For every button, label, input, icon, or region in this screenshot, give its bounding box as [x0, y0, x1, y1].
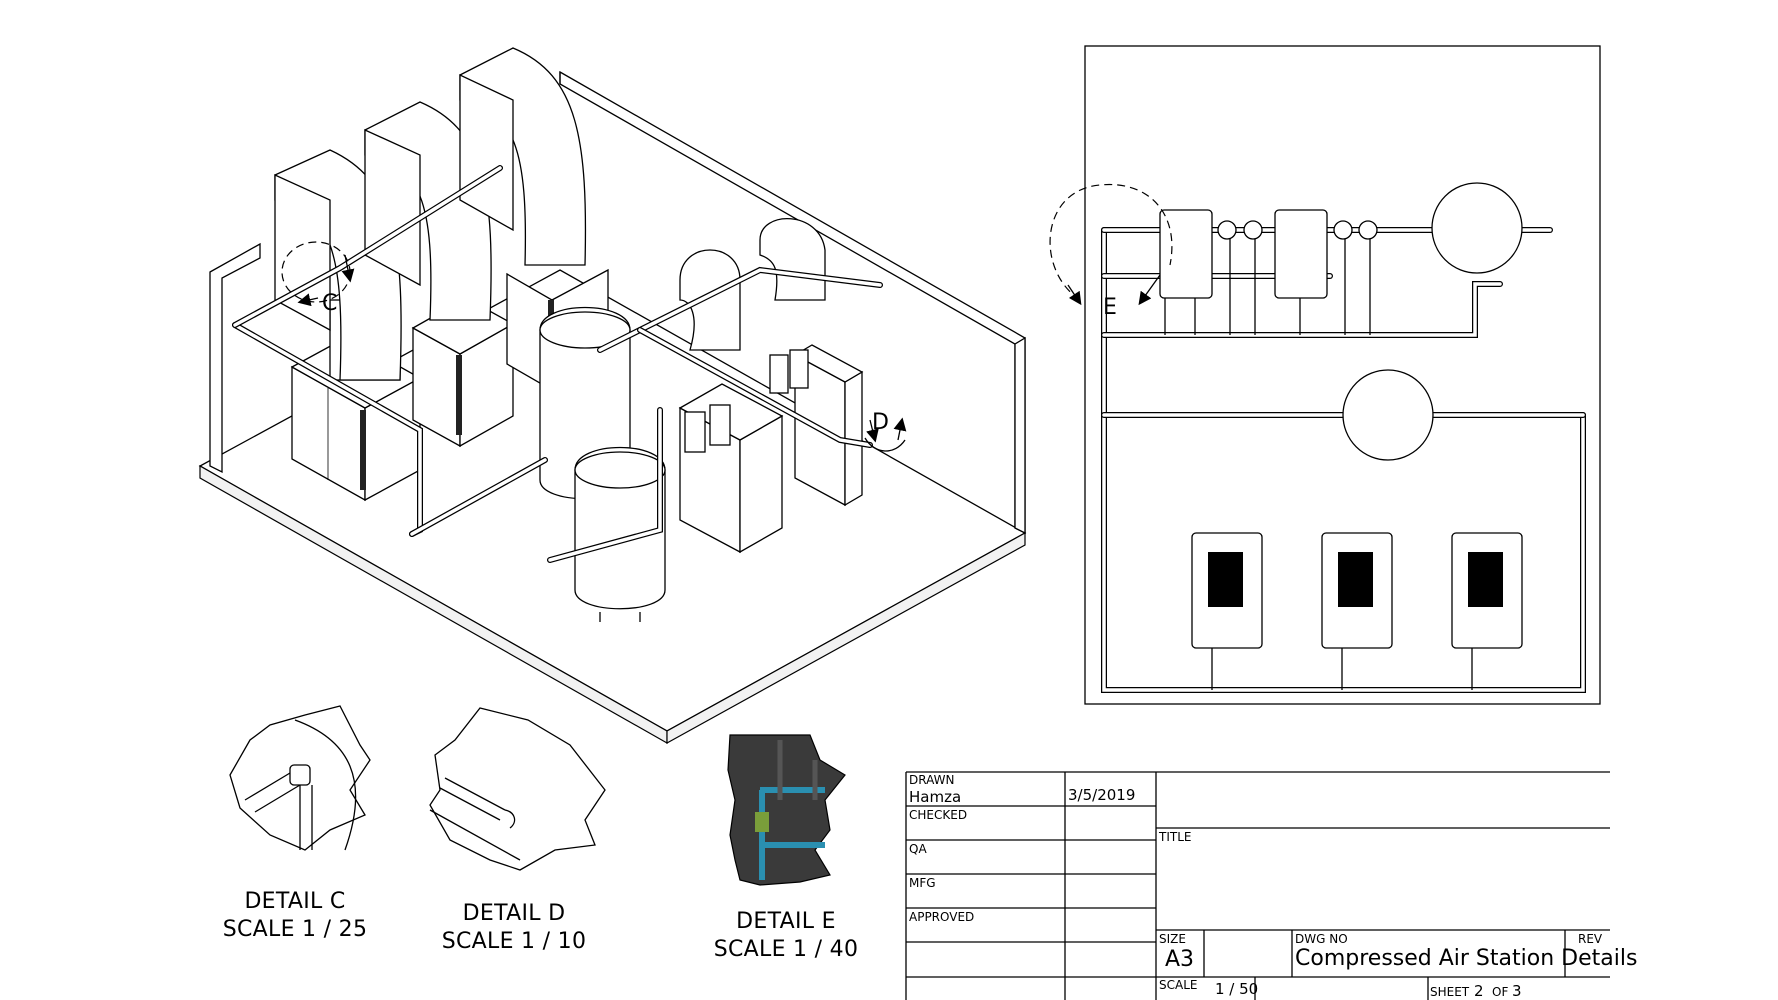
- detail-c-caption: DETAIL C SCALE 1 / 25: [205, 888, 385, 944]
- plan-receiver-tank: [1342, 369, 1434, 461]
- plan-dryer: [1274, 209, 1328, 299]
- dwg-no-value: Compressed Air Station Details: [1295, 946, 1638, 971]
- of-label: OF: [1492, 985, 1509, 999]
- left-wall: [209, 242, 261, 474]
- sheet-label: SHEET: [1430, 985, 1470, 999]
- title-label: TITLE: [1159, 830, 1192, 844]
- rev-label: REV: [1578, 932, 1603, 946]
- air-receiver-tank: [574, 446, 666, 622]
- plan-compressor: [1451, 532, 1523, 649]
- approved-label: APPROVED: [909, 910, 975, 924]
- mfg-label: MFG: [909, 876, 936, 890]
- detail-e-title: DETAIL E: [736, 909, 836, 934]
- size-value: A3: [1165, 947, 1195, 972]
- of-value: 3: [1512, 982, 1522, 1000]
- size-label: SIZE: [1159, 932, 1186, 946]
- isometric-view: [198, 47, 1027, 745]
- plan-compressor: [1191, 532, 1263, 649]
- callout-e-label: E: [1103, 295, 1117, 320]
- scale-label: SCALE: [1159, 978, 1198, 992]
- sheet-value: 2: [1474, 982, 1484, 1000]
- plan-dryer: [1159, 209, 1213, 299]
- plan-receiver-tank: [1431, 182, 1523, 274]
- detail-e-view: [727, 734, 846, 886]
- callout-d-label: D: [872, 410, 889, 435]
- dwg-no-label: DWG NO: [1295, 932, 1348, 946]
- qa-label: QA: [909, 842, 927, 856]
- checked-label: CHECKED: [909, 808, 968, 822]
- scale-value: 1 / 50: [1215, 980, 1259, 998]
- detail-c-callout: [281, 241, 355, 307]
- detail-c-title: DETAIL C: [244, 889, 346, 914]
- detail-c-view: [229, 705, 371, 851]
- detail-d-callout: [864, 417, 907, 452]
- detail-e-callout: [1049, 183, 1173, 306]
- drawn-by-value: Hamza: [909, 788, 962, 806]
- title-block: [905, 771, 1610, 1000]
- dryer-unit: [678, 383, 784, 554]
- plan-view-frame: [1084, 45, 1601, 705]
- drawn-label: DRAWN: [909, 773, 955, 787]
- duct-elbow: [759, 218, 826, 301]
- pipe-network: [232, 165, 883, 563]
- detail-d-scale: SCALE 1 / 10: [441, 929, 587, 954]
- drawn-date-value: 3/5/2019: [1068, 786, 1136, 804]
- duct-elbow: [679, 249, 741, 351]
- detail-d-title: DETAIL D: [462, 901, 566, 926]
- plan-view: [1049, 45, 1601, 705]
- detail-d-view: [429, 707, 606, 871]
- detail-d-caption: DETAIL D SCALE 1 / 10: [424, 900, 604, 956]
- callout-c-label: C: [322, 291, 338, 316]
- detail-e-scale: SCALE 1 / 40: [713, 937, 859, 962]
- detail-c-scale: SCALE 1 / 25: [222, 917, 368, 942]
- plan-compressor: [1321, 532, 1393, 649]
- detail-e-caption: DETAIL E SCALE 1 / 40: [696, 908, 876, 964]
